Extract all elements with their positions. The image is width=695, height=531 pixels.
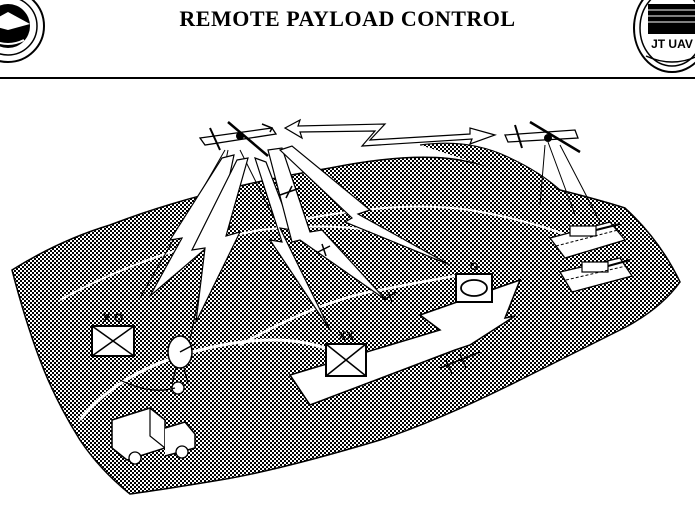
truck-icon [111, 407, 196, 465]
uav-aircraft-icon [198, 121, 278, 157]
radio-link-icon [254, 157, 331, 331]
radio-link-icon [267, 147, 387, 301]
unit-label: X O [103, 311, 124, 325]
jt-uav-seal-icon: JT UAV [633, 0, 695, 73]
radio-link-icon [283, 118, 497, 147]
radio-link-icon [278, 145, 451, 266]
jt-uav-seal-text: JT UAV [651, 37, 693, 51]
header-rule [0, 77, 695, 79]
page-title: REMOTE PAYLOAD CONTROL [179, 6, 516, 31]
unit-symbol-icon: XX [325, 329, 367, 377]
radio-link-icon [190, 157, 249, 323]
dod-seal-icon [0, 0, 45, 63]
terrain-map [11, 142, 681, 495]
antenna-dish-icon [119, 335, 196, 395]
radio-link-icon [149, 154, 235, 297]
unit-symbol-icon: X O [91, 311, 135, 357]
tank-icon [558, 257, 634, 293]
unit-label: O [470, 261, 479, 273]
uav-aircraft-icon [504, 120, 581, 154]
unit-symbol-icon: O [455, 261, 493, 303]
unit-label: XX [338, 329, 354, 343]
ground-marks [279, 185, 481, 375]
tank-icon [548, 221, 627, 259]
